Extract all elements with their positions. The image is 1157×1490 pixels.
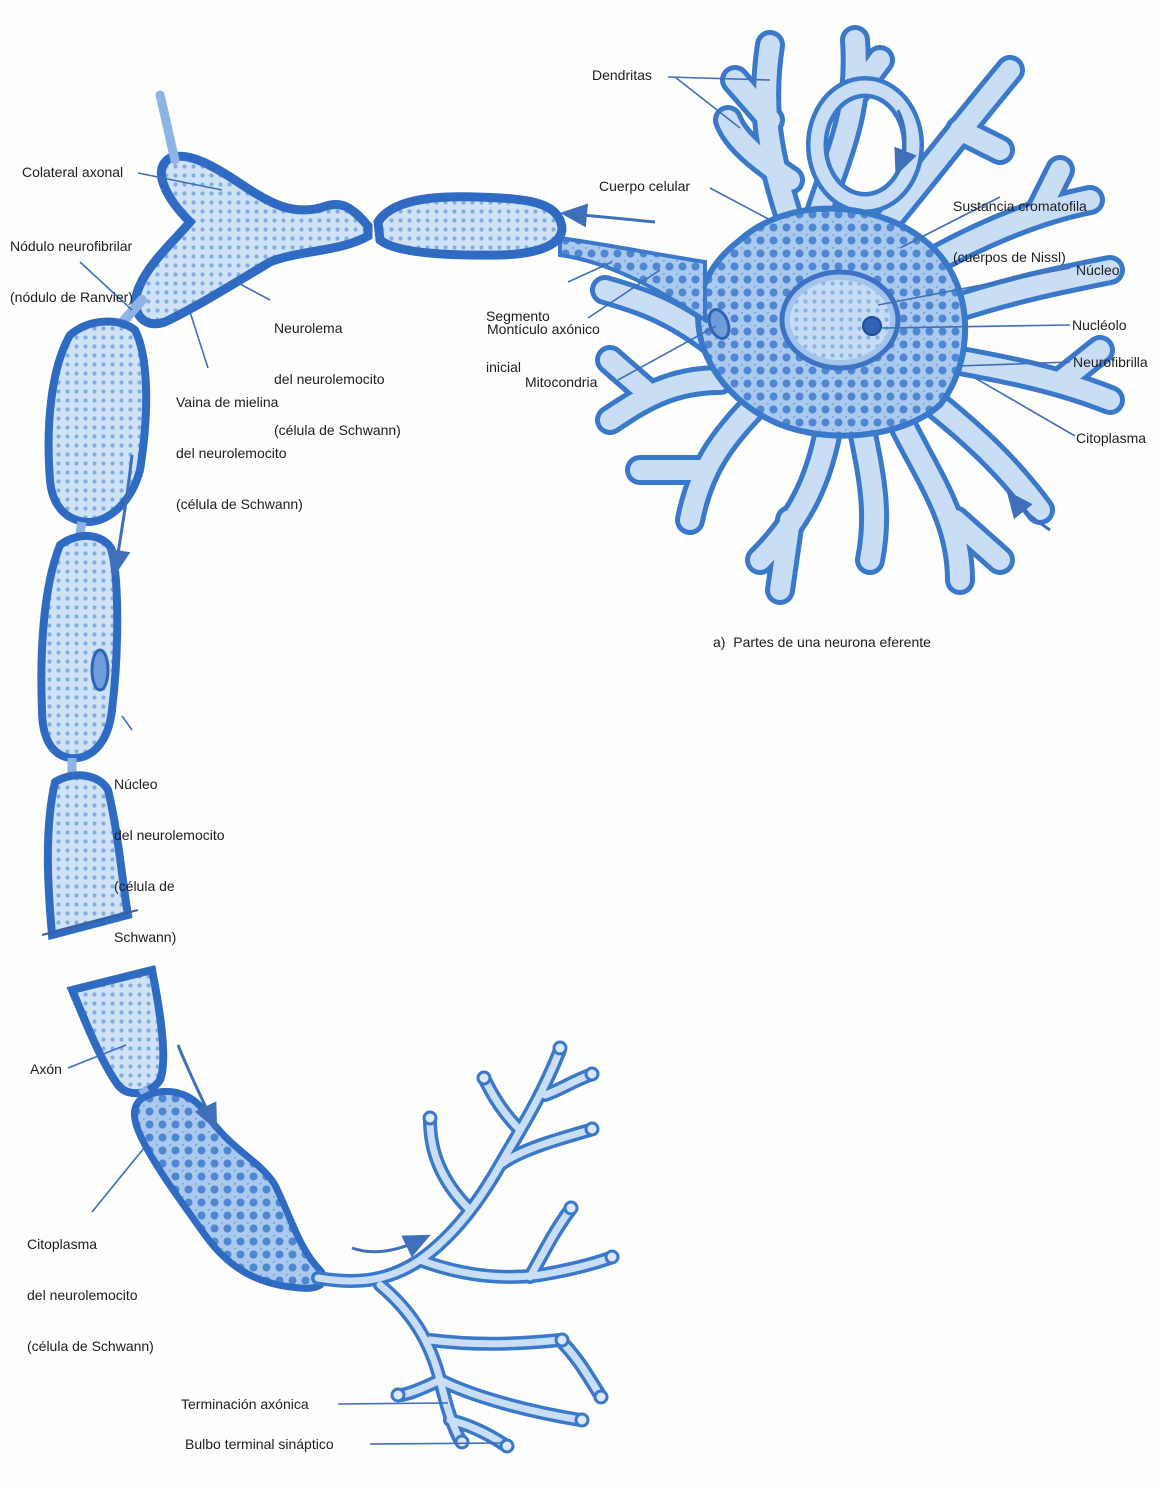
label-nucleo: Núcleo — [1076, 262, 1120, 279]
myelin-segment-6 — [134, 1091, 324, 1288]
label-line: Neurolema — [274, 320, 401, 337]
label-cuerpo-celular: Cuerpo celular — [599, 178, 690, 195]
label-citoplasma: Citoplasma — [1076, 430, 1146, 447]
label-line: Citoplasma — [27, 1236, 154, 1253]
nucleolus — [863, 317, 881, 335]
label-line: (célula de Schwann) — [176, 496, 303, 513]
nucleus — [782, 272, 898, 368]
label-vaina-mielina: Vaina de mielina del neurolemocito (célu… — [176, 360, 303, 530]
axon-terminals — [318, 1050, 610, 1445]
label-line: Sustancia cromatofila — [953, 198, 1087, 215]
label-line: (célula de — [114, 878, 225, 895]
label-line: Nódulo neurofibrilar — [10, 238, 133, 255]
label-bulbo-terminal: Bulbo terminal sináptico — [185, 1436, 334, 1453]
label-terminacion-axonica: Terminación axónica — [181, 1396, 309, 1413]
label-line: del neurolemocito — [114, 827, 225, 844]
label-nucleo-neurolemocito: Núcleo del neurolemocito (célula de Schw… — [114, 742, 225, 963]
myelin-segment-2 — [49, 322, 147, 522]
label-line: del neurolemocito — [27, 1287, 154, 1304]
collateral-tip — [160, 95, 175, 160]
label-line: Núcleo — [114, 776, 225, 793]
label-monticulo-axonico: Montículo axónico — [487, 321, 600, 338]
myelin-segment-3 — [41, 536, 117, 758]
label-line: Vaina de mielina — [176, 394, 303, 411]
myelin-segment-5 — [72, 970, 163, 1093]
schwann-nucleus — [92, 650, 108, 690]
label-colateral-axonal: Colateral axonal — [22, 164, 123, 181]
label-neurofibrilla: Neurofibrilla — [1073, 354, 1148, 371]
myelin-segment-1 — [378, 197, 562, 255]
label-line: Schwann) — [114, 929, 225, 946]
label-sustancia-cromatofila: Sustancia cromatofila (cuerpos de Nissl) — [953, 164, 1087, 283]
figure-caption: a) Partes de una neurona eferente — [713, 634, 931, 651]
label-nodulo-ranvier: Nódulo neurofibrilar (nódulo de Ranvier) — [10, 204, 133, 323]
label-line: del neurolemocito — [176, 445, 303, 462]
label-axon: Axón — [30, 1061, 62, 1078]
label-mitocondria: Mitocondria — [525, 374, 597, 391]
label-line: (cuerpos de Nissl) — [953, 249, 1087, 266]
label-line: (nódulo de Ranvier) — [10, 289, 133, 306]
label-line: (célula de Schwann) — [27, 1338, 154, 1355]
label-dendritas: Dendritas — [592, 67, 652, 84]
label-nucleolo: Nucléolo — [1072, 317, 1126, 334]
label-citoplasma-neurolemocito: Citoplasma del neurolemocito (célula de … — [27, 1202, 154, 1372]
